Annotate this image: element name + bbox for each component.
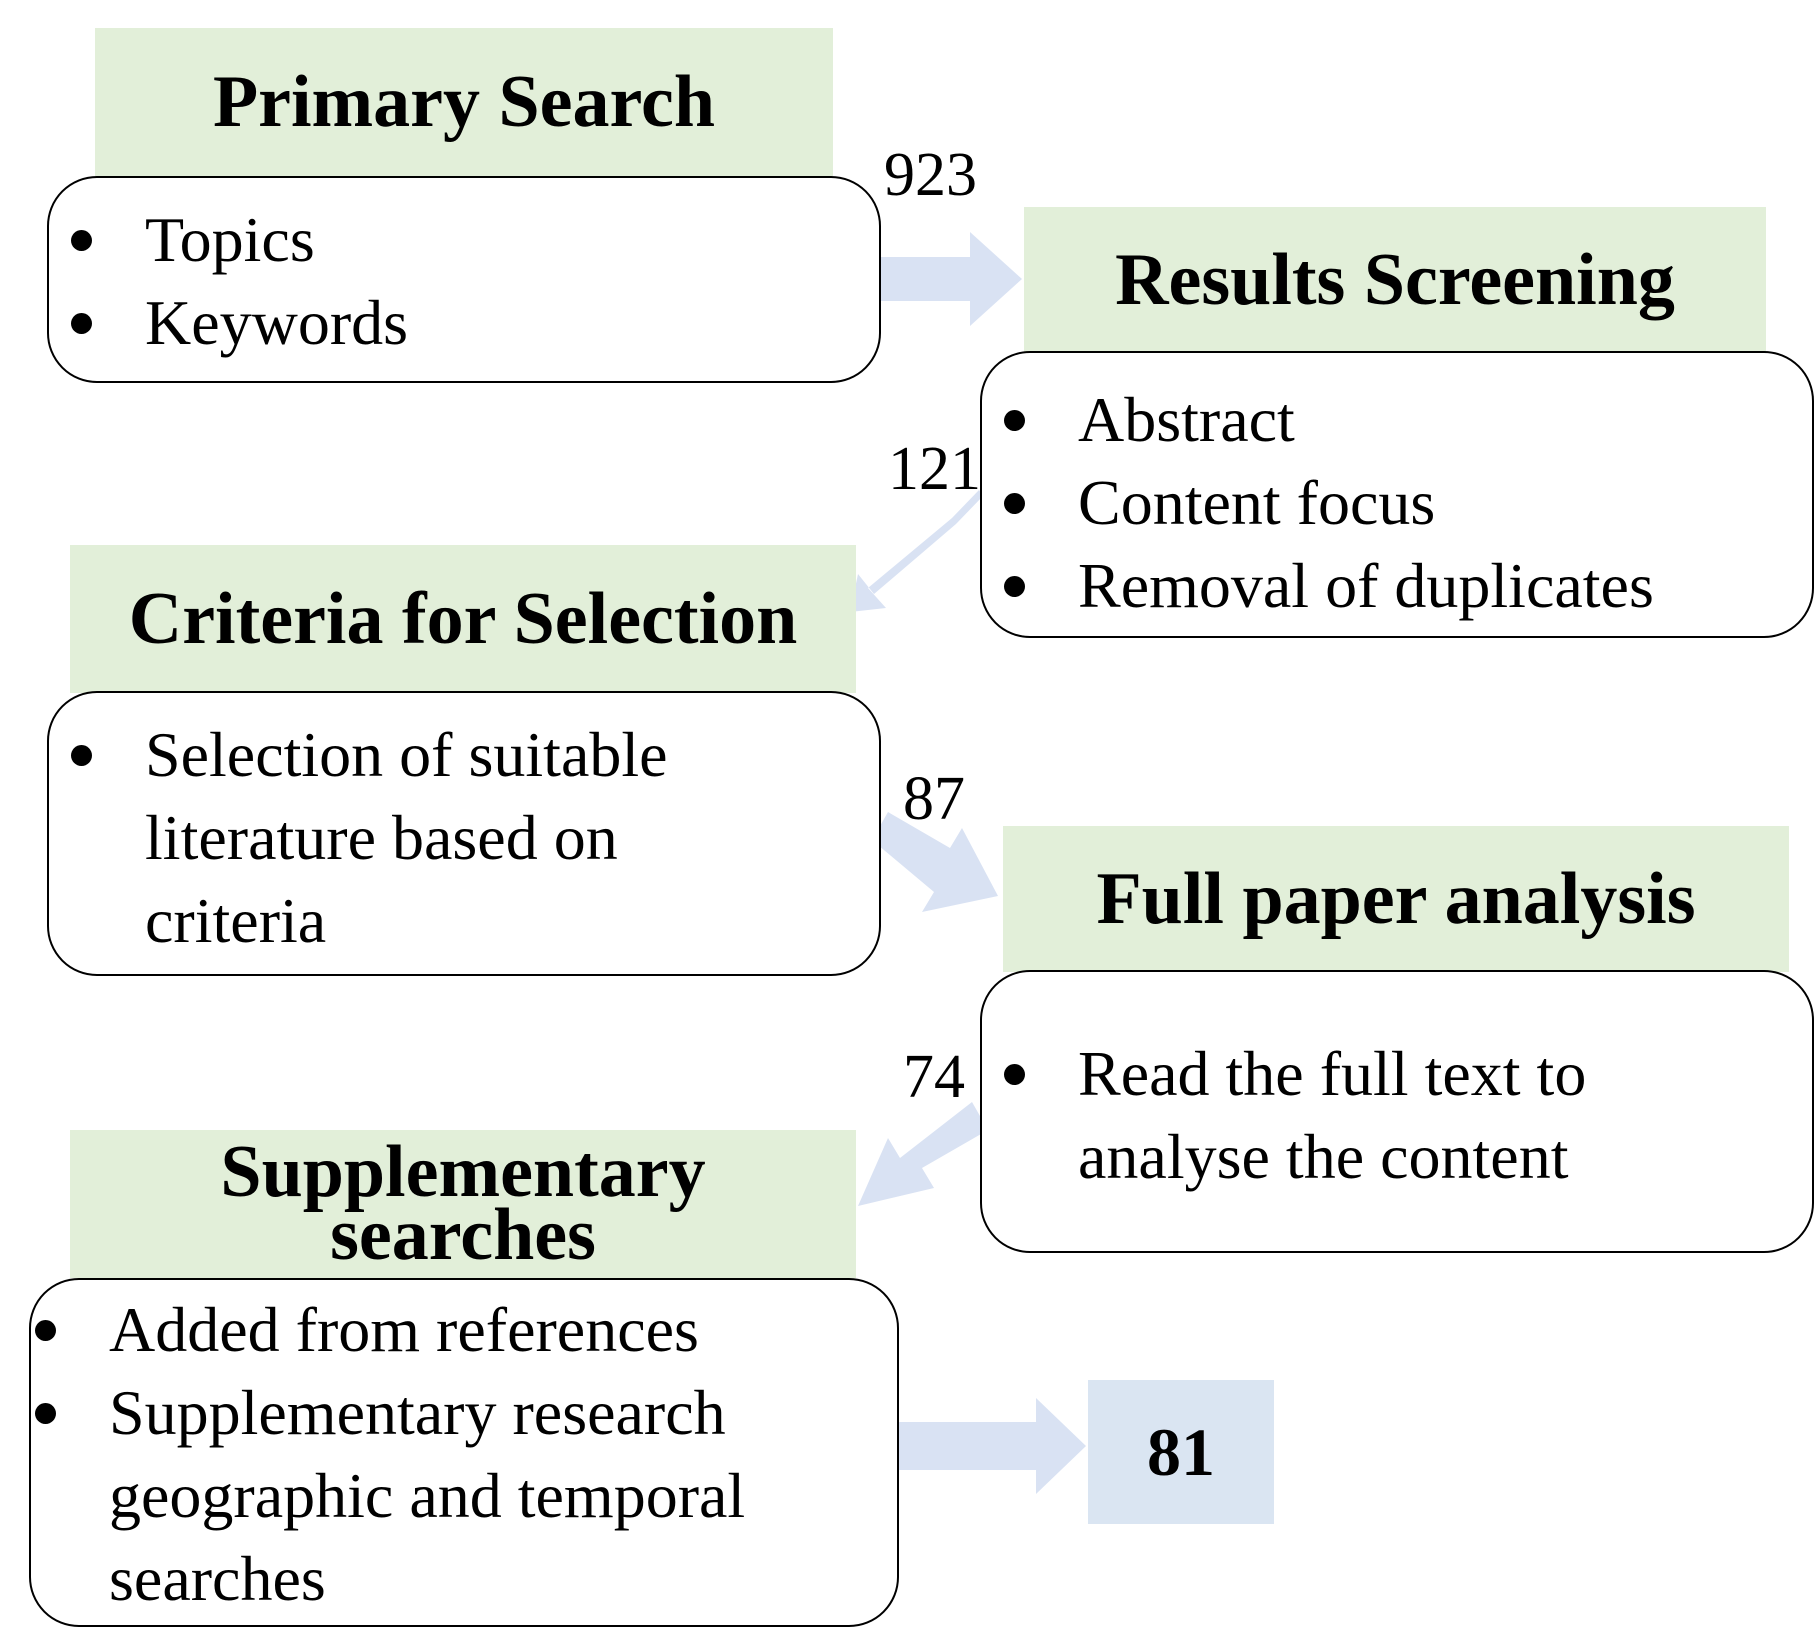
count-label-923: 923 — [884, 141, 977, 209]
arrow-search-to-screening — [870, 232, 1022, 326]
primary-search-list: Topics Keywords — [49, 198, 879, 364]
final-count-value: 81 — [1147, 1413, 1215, 1490]
list-item: Keywords — [49, 281, 879, 364]
list-item: Supplementary research geographic and te… — [13, 1371, 897, 1620]
count-label-74: 74 — [903, 1043, 965, 1111]
list-item: Topics — [49, 198, 879, 281]
list-item: Abstract — [982, 378, 1812, 461]
list-item: Selection of suitable literature based o… — [49, 713, 879, 962]
list-item: Read the full text to analyse the conten… — [982, 1032, 1812, 1198]
supplementary-list: Added from references Supplementary rese… — [13, 1288, 897, 1620]
results-screening-title: Results Screening — [1115, 239, 1675, 321]
full-paper-analysis-header: Full paper analysis — [1003, 826, 1789, 972]
list-item: Content focus — [982, 461, 1812, 544]
primary-search-box: Topics Keywords — [47, 176, 881, 383]
results-screening-header: Results Screening — [1024, 207, 1766, 353]
count-label-121: 121 — [888, 435, 981, 503]
supplementary-header: Supplementary searches — [70, 1130, 856, 1278]
criteria-title: Criteria for Selection — [128, 578, 798, 660]
list-item: Added from references — [13, 1288, 897, 1371]
full-paper-analysis-list: Read the full text to analyse the conten… — [982, 1032, 1812, 1198]
criteria-list: Selection of suitable literature based o… — [49, 713, 879, 962]
arrow-analysis-to-supplementary — [858, 1102, 988, 1206]
arrow-supplementary-to-final — [896, 1398, 1086, 1494]
supplementary-box: Added from references Supplementary rese… — [29, 1278, 899, 1627]
criteria-header: Criteria for Selection — [70, 545, 856, 693]
count-label-87: 87 — [903, 765, 965, 833]
criteria-box: Selection of suitable literature based o… — [47, 691, 881, 976]
supplementary-title-line2: searches — [330, 1194, 596, 1276]
supplementary-title-line1: Supplementary — [220, 1131, 706, 1214]
full-paper-analysis-box: Read the full text to analyse the conten… — [980, 970, 1814, 1253]
primary-search-title: Primary Search — [212, 61, 716, 143]
arrow-screening-to-criteria — [850, 490, 983, 612]
results-screening-box: Abstract Content focus Removal of duplic… — [980, 351, 1814, 638]
arrow-criteria-to-analysis — [872, 812, 998, 912]
full-paper-analysis-title: Full paper analysis — [1096, 858, 1696, 940]
list-item: Removal of duplicates — [982, 544, 1812, 627]
results-screening-list: Abstract Content focus Removal of duplic… — [982, 378, 1812, 627]
final-count-box: 81 — [1088, 1380, 1274, 1524]
primary-search-header: Primary Search — [95, 28, 833, 176]
